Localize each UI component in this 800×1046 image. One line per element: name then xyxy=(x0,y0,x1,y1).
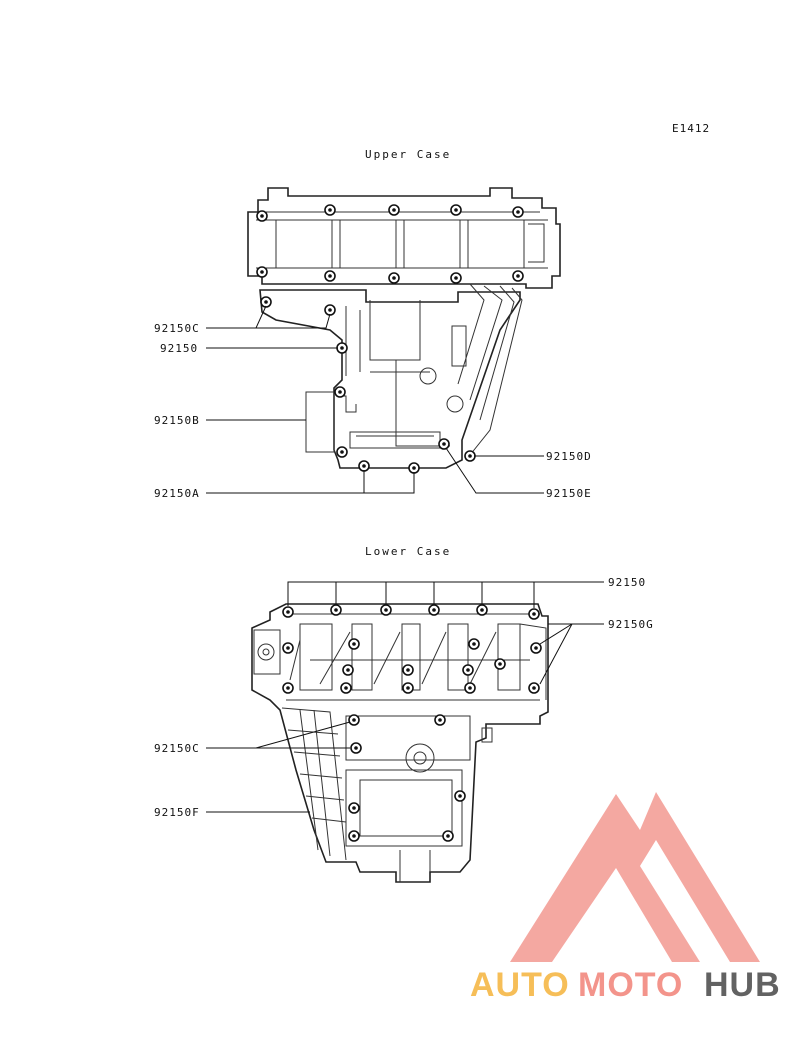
lower-case-drawing xyxy=(251,603,549,883)
upper-case-drawing xyxy=(247,187,561,469)
label-92150g: 92150G xyxy=(608,618,654,631)
label-92150d: 92150D xyxy=(546,450,592,463)
watermark-text-hub: HUB xyxy=(704,966,781,1004)
diagram-code: E1412 xyxy=(672,122,710,135)
lower-case-bolts xyxy=(282,604,542,842)
label-92150c-upper: 92150C xyxy=(154,322,200,335)
label-92150a: 92150A xyxy=(154,487,200,500)
upper-leader-lines xyxy=(206,305,544,494)
upper-case-bolts xyxy=(256,204,524,474)
label-92150c-lower: 92150C xyxy=(154,742,200,755)
label-92150b: 92150B xyxy=(154,414,200,427)
watermark-text-moto: MOTO xyxy=(578,966,683,1004)
label-92150e: 92150E xyxy=(546,487,592,500)
lower-leader-lines xyxy=(206,581,604,813)
lower-case-title: Lower Case xyxy=(365,545,451,558)
watermark-text-auto: AUTO xyxy=(470,966,570,1004)
label-92150-lower: 92150 xyxy=(608,576,646,589)
label-92150-upper: 92150 xyxy=(160,342,198,355)
watermark-triangle-shape xyxy=(510,792,760,962)
label-92150f: 92150F xyxy=(154,806,200,819)
upper-case-title: Upper Case xyxy=(365,148,451,161)
watermark-logo: AUTO MOTO HUB xyxy=(470,792,781,1004)
